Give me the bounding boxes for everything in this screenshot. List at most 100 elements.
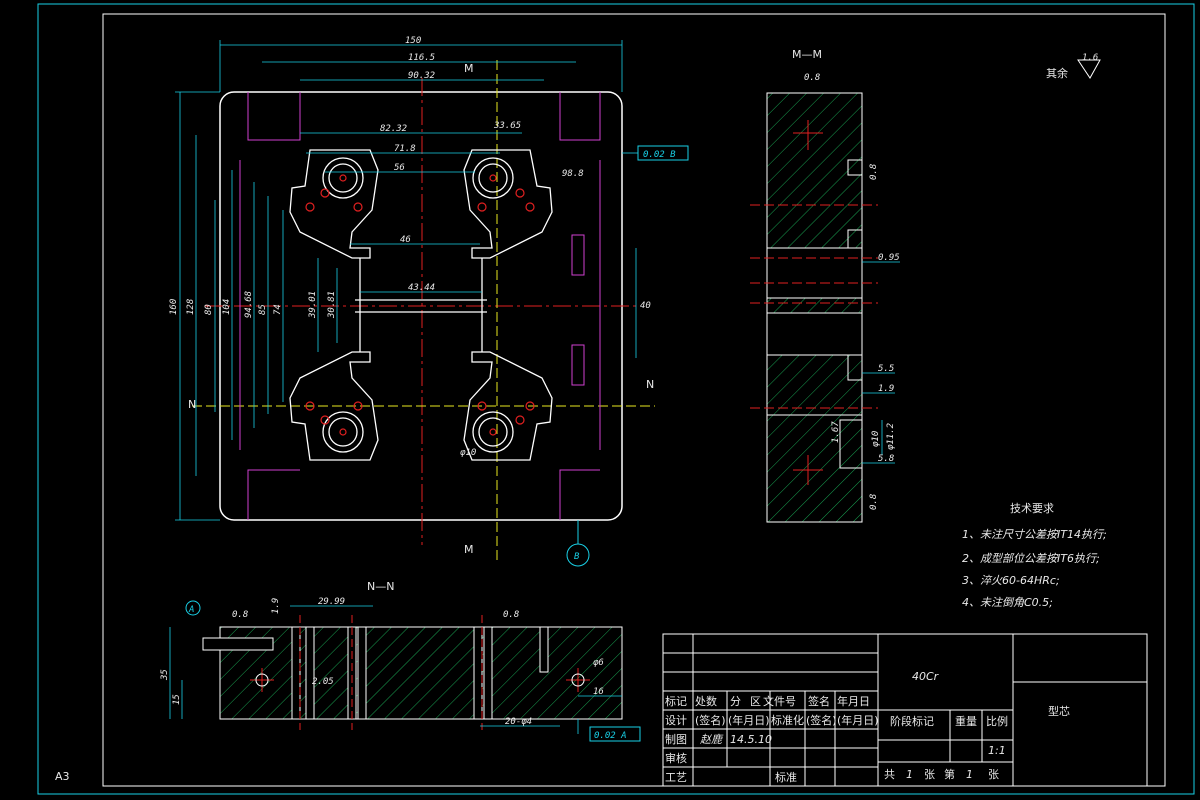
dim-160: 160 (169, 299, 179, 315)
tech-req-item-2: 2、成型部位公差按IT6执行; (962, 552, 1100, 565)
dim-98: 98.8 (562, 169, 584, 179)
dim-85: 85 (258, 304, 268, 315)
dim-128: 128 (186, 299, 196, 315)
tb-drawer: 赵鹿 (700, 733, 724, 746)
roughness-value: 1.6 (1082, 53, 1098, 63)
tb-sheet-no: 1 (966, 768, 973, 781)
main-dimension-lines (175, 40, 638, 521)
mm-dim-19: 1.9 (878, 384, 894, 394)
insert-bottom-right (463, 351, 553, 461)
mm-dim-58: 5.8 (878, 454, 894, 464)
tb-h-count: 处数 (695, 695, 717, 708)
nn-dim-20: 20-φ4 (505, 717, 532, 727)
nn-tol-frame-text: 0.02 A (594, 731, 627, 741)
tb-sheets-total-label: 共 (884, 768, 895, 781)
sheet-outer-border (37, 3, 1195, 795)
mm-rough-1: 0.8 (804, 73, 820, 83)
tb-material: 40Cr (912, 670, 940, 683)
dim-82: 82.32 (380, 124, 407, 134)
tb-std-date: (年月日) (837, 713, 879, 727)
tb-design-sign: (签名) (695, 713, 726, 727)
tb-draw: 制图 (665, 733, 687, 746)
dim-94: 94.68 (244, 291, 254, 318)
nn-dim-2999: 29.99 (318, 597, 345, 607)
mm-dim-095: 0.95 (878, 253, 900, 263)
mm-dim-55: 5.5 (878, 364, 894, 374)
nn-rough-2: 0.8 (503, 610, 519, 620)
section-n-block (219, 626, 623, 720)
datum-a-label: A (188, 605, 194, 615)
tech-req-title: 技术要求 (1010, 502, 1054, 515)
tb-stage: 阶段标记 (890, 714, 934, 728)
dim-43: 43.44 (408, 283, 435, 293)
tb-standardize: 标准化 (771, 713, 804, 727)
dim-30: 30.81 (327, 291, 337, 319)
dim-40: 40 (640, 301, 651, 311)
tb-h-div: 分 (730, 695, 741, 708)
roughness-note: 其余 1.6 (1046, 53, 1101, 80)
datum-a-circle (185, 600, 201, 616)
section-m-title: M—M (792, 48, 822, 61)
dim-46: 46 (400, 235, 411, 245)
hidden-lines (239, 92, 601, 520)
section-m-view: M—M 0.95 (750, 48, 900, 523)
section-n-gate (202, 637, 274, 651)
dim-33: 33.65 (493, 121, 521, 131)
dim-90: 90.32 (408, 71, 435, 81)
tb-h-zone: 区 (750, 695, 761, 708)
section-mark-n-left: N (188, 398, 196, 411)
insert-top-left (289, 149, 379, 259)
mm-dim-167: 1.67 (831, 421, 841, 443)
mm-dim-d10: φ10 (871, 431, 881, 447)
technical-requirements: 技术要求 1、未注尺寸公差按IT14执行; 2、成型部位公差按IT6执行; 3、… (962, 502, 1107, 609)
insert-top-right (463, 149, 553, 259)
title-block (662, 633, 1148, 787)
tech-req-item-3: 3、淬火60-64HRc; (962, 574, 1060, 587)
section-mark-m-top: M (464, 62, 474, 75)
tb-scale: 比例 (986, 714, 1008, 728)
mm-dim-d112: φ11.2 (886, 423, 896, 450)
main-tol-frame (637, 145, 689, 161)
tb-h-mark: 标记 (665, 694, 687, 708)
section-m-slot-1 (766, 247, 863, 299)
tb-std-sign: (签名) (806, 713, 837, 727)
main-tol-frame-text: 0.02 B (643, 150, 676, 160)
nn-tol-frame (589, 726, 641, 742)
tech-req-item-4: 4、未注倒角C0.5; (962, 596, 1053, 609)
dim-74: 74 (273, 304, 283, 315)
nn-dim-19: 1.9 (271, 598, 281, 614)
dim-150: 150 (405, 36, 421, 46)
dim-56: 56 (394, 163, 405, 173)
nn-rough-1: 0.8 (232, 610, 248, 620)
nn-dim-205: 2.05 (312, 677, 334, 687)
sheet-inner-border (102, 13, 1166, 787)
section-n-view: N—N A (160, 580, 641, 742)
nn-dim-15: 15 (172, 694, 182, 705)
tb-scale-value: 1:1 (988, 744, 1006, 757)
dim-104: 104 (222, 299, 232, 315)
section-m-slot-2 (766, 312, 863, 356)
nn-dim-d6: φ6 (593, 658, 604, 668)
dim-d10: φ10 (460, 448, 476, 458)
tb-design-date: (年月日) (728, 713, 770, 727)
dim-39: 39.01 (308, 291, 318, 319)
dim-116: 116.5 (408, 53, 435, 63)
roughness-symbol-icon (1077, 59, 1101, 79)
nn-dim-35: 35 (160, 669, 170, 681)
mm-rough-2: 0.8 (869, 164, 879, 180)
tb-process: 工艺 (665, 771, 687, 784)
section-mark-n-right: N (646, 378, 654, 391)
tb-h-sign: 签名 (808, 694, 830, 708)
roughness-label: 其余 (1046, 66, 1068, 80)
sheet-size-label: A3 (55, 770, 70, 783)
pin-holes (305, 174, 535, 436)
tb-check: 审核 (665, 751, 687, 765)
tb-draw-date: 14.5.10 (730, 733, 772, 746)
tb-h-file: 文件号 (763, 694, 796, 708)
tech-req-item-1: 1、未注尺寸公差按IT14执行; (962, 528, 1107, 541)
section-m-block-mid (766, 354, 863, 416)
section-mark-m-bottom: M (464, 543, 474, 556)
tb-sheets-unit: 张 (924, 768, 935, 781)
tb-approve: 标准 (775, 770, 797, 784)
